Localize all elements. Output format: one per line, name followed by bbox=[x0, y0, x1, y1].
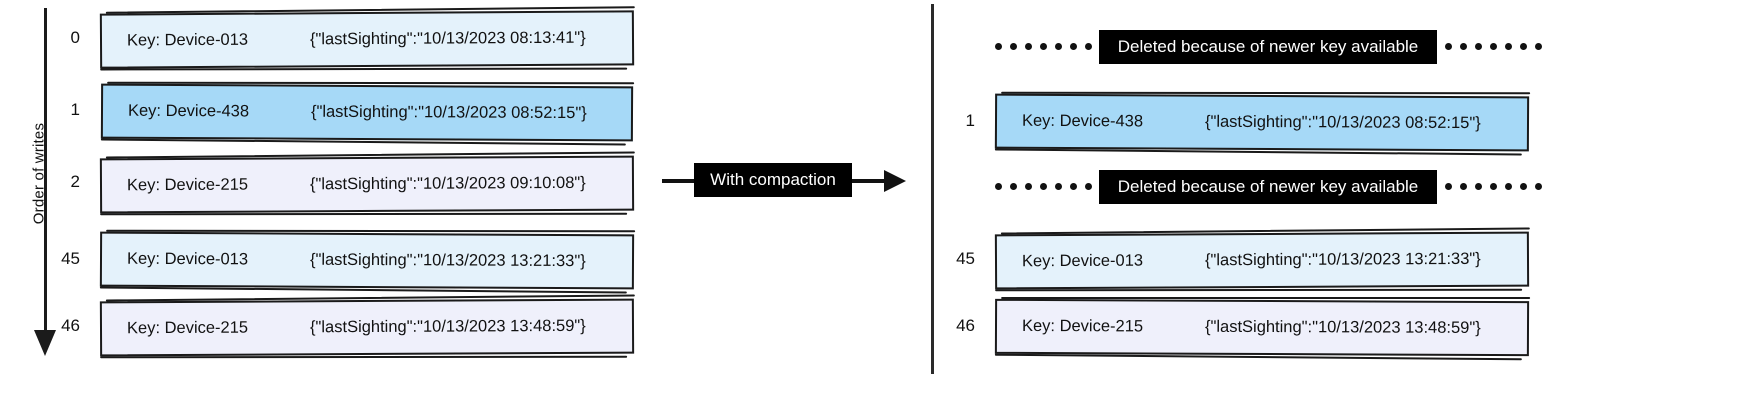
record-index: 2 bbox=[70, 172, 80, 191]
log-record-row[interactable]: Key: Device-013 {"lastSighting":"10/13/2… bbox=[994, 231, 1530, 290]
log-record-row[interactable]: Key: Device-438 {"lastSighting":"10/13/2… bbox=[994, 93, 1530, 152]
log-record-row[interactable]: Key: Device-013 {"lastSighting":"10/13/2… bbox=[99, 231, 635, 290]
axis-line bbox=[44, 8, 47, 338]
record-key: Key: Device-215 bbox=[126, 318, 249, 338]
deleted-banner: Deleted because of newer key available bbox=[1099, 170, 1437, 204]
deleted-banner-dots-left bbox=[995, 183, 1099, 190]
record-value: {"lastSighting":"10/13/2023 13:48:59"} bbox=[1204, 317, 1481, 337]
record-index: 1 bbox=[965, 111, 975, 130]
record-index: 46 bbox=[956, 316, 975, 335]
record-key: Key: Device-215 bbox=[1021, 316, 1144, 336]
log-record-row[interactable]: Key: Device-438 {"lastSighting":"10/13/2… bbox=[100, 83, 634, 142]
panel-divider bbox=[931, 4, 934, 374]
record-index: 1 bbox=[70, 100, 80, 119]
record-value: {"lastSighting":"10/13/2023 09:10:08"} bbox=[309, 173, 586, 194]
compaction-label: With compaction bbox=[694, 163, 852, 197]
deleted-banner-dots-right bbox=[1445, 183, 1549, 190]
record-key: Key: Device-438 bbox=[127, 101, 250, 121]
deleted-banner-dots-left bbox=[995, 43, 1099, 50]
record-value: {"lastSighting":"10/13/2023 08:52:15"} bbox=[310, 102, 587, 123]
record-value: {"lastSighting":"10/13/2023 13:21:33"} bbox=[309, 250, 586, 271]
record-key: Key: Device-013 bbox=[126, 30, 249, 50]
deleted-banner-dots-right bbox=[1445, 43, 1549, 50]
log-record-row[interactable]: Key: Device-215 {"lastSighting":"10/13/2… bbox=[99, 155, 635, 214]
log-record-row[interactable]: Key: Device-215 {"lastSighting":"10/13/2… bbox=[99, 298, 635, 357]
log-record-row[interactable]: Key: Device-013 {"lastSighting":"10/13/2… bbox=[99, 10, 635, 69]
record-key: Key: Device-438 bbox=[1021, 111, 1144, 131]
record-value: {"lastSighting":"10/13/2023 08:13:41"} bbox=[309, 28, 586, 49]
axis-label: Order of writes bbox=[30, 122, 48, 225]
log-record-row[interactable]: Key: Device-215 {"lastSighting":"10/13/2… bbox=[994, 298, 1530, 357]
record-value: {"lastSighting":"10/13/2023 08:52:15"} bbox=[1204, 112, 1481, 133]
record-value: {"lastSighting":"10/13/2023 13:48:59"} bbox=[309, 316, 586, 337]
axis-arrow-head-icon bbox=[34, 330, 56, 356]
record-index: 0 bbox=[70, 28, 80, 47]
compaction-arrow-head-icon bbox=[884, 170, 906, 192]
record-index: 45 bbox=[956, 249, 975, 268]
record-value: {"lastSighting":"10/13/2023 13:21:33"} bbox=[1204, 249, 1481, 270]
record-index: 45 bbox=[61, 249, 80, 268]
record-key: Key: Device-215 bbox=[126, 175, 249, 195]
deleted-banner: Deleted because of newer key available bbox=[1099, 30, 1437, 64]
record-key: Key: Device-013 bbox=[126, 249, 249, 269]
record-key: Key: Device-013 bbox=[1021, 251, 1144, 271]
record-index: 46 bbox=[61, 316, 80, 335]
